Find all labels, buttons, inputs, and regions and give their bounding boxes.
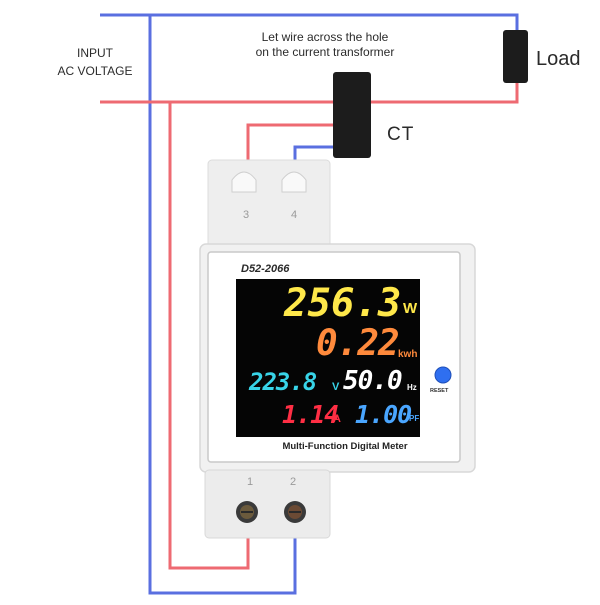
power-factor-reading: 1.00 — [355, 400, 412, 429]
ct-label: CT — [387, 124, 415, 145]
load-label: Load — [536, 48, 581, 70]
input-voltage-label: INPUT AC VOLTAGE — [40, 44, 150, 80]
voltage-unit: V — [332, 381, 340, 393]
terminal-4-label: 4 — [291, 209, 298, 221]
voltage-reading: 223.8 — [249, 368, 317, 396]
energy-unit: kwh — [398, 349, 418, 360]
input-label-line1: INPUT — [77, 46, 113, 60]
current-transformer — [333, 72, 371, 158]
reset-button[interactable] — [434, 366, 452, 384]
ct-instruction-line1: Let wire across the hole — [261, 30, 389, 44]
terminal-3-label: 3 — [243, 209, 250, 221]
terminal-2-label: 2 — [290, 476, 297, 488]
power-unit: W — [403, 300, 418, 317]
frequency-unit: Hz — [407, 383, 417, 392]
reset-label: RESET — [430, 388, 449, 394]
power-factor-unit: PF — [409, 414, 420, 423]
neutral-wire-main — [100, 13, 519, 30]
neutral-wire-meter — [148, 15, 297, 595]
load-block — [503, 30, 528, 83]
ct-instruction: Let wire across the hole on the current … — [210, 30, 440, 60]
current-unit: A — [333, 413, 341, 425]
lcd-screen — [236, 279, 420, 437]
current-reading: 1.14 — [282, 400, 339, 429]
input-label-line2: AC VOLTAGE — [57, 64, 133, 78]
power-reading: 256.3 — [284, 281, 402, 326]
live-wire-main — [100, 83, 519, 104]
live-wire-meter — [168, 102, 250, 570]
ct-instruction-line2: on the current transformer — [255, 45, 395, 59]
frequency-reading: 50.0 — [343, 366, 403, 396]
meter-title: Multi-Function Digital Meter — [282, 441, 408, 452]
meter-model: D52-2066 — [241, 263, 290, 275]
terminal-1-label: 1 — [247, 476, 254, 488]
energy-reading: 0.22 — [316, 323, 400, 364]
